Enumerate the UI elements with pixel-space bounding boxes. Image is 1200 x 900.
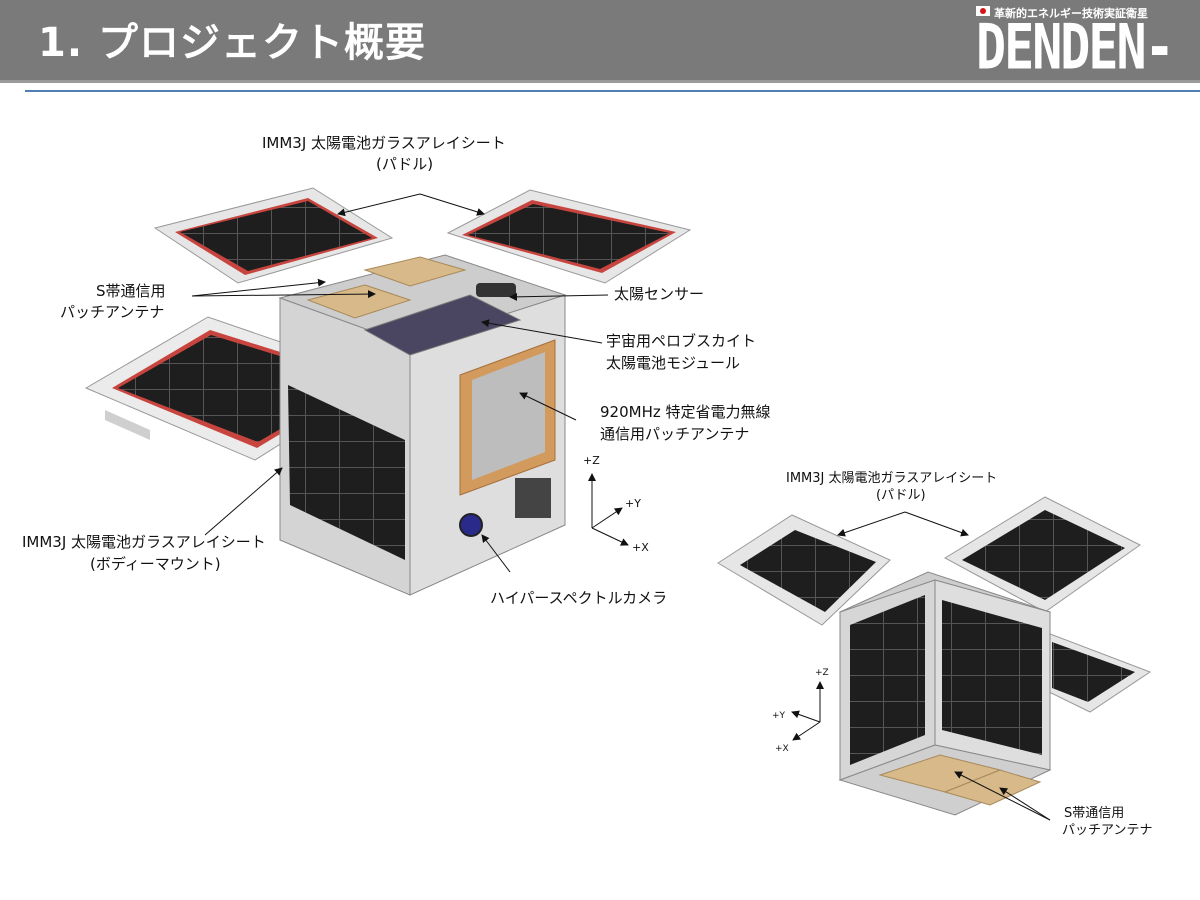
cube-body (278, 254, 567, 596)
logo: 革新的エネルギー技術実証衛星 DENDEN-01 (976, 2, 1190, 141)
radio-antenna-label: 920MHz 特定省電力無線 (600, 403, 771, 421)
s-band-label-right: S帯通信用 (1064, 806, 1125, 821)
perovskite-label-sub: 太陽電池モジュール (606, 354, 740, 372)
axis-x-label-right: +X (775, 744, 789, 754)
paddle-top-right (446, 189, 692, 284)
japan-flag-icon (976, 6, 990, 16)
right-satellite (717, 496, 1152, 821)
s-band-label: S帯通信用 (96, 282, 166, 300)
sun-sensor-label: 太陽センサー (614, 285, 705, 303)
left-satellite (84, 187, 692, 596)
logo-wordmark: DENDEN-01 (976, 11, 1175, 146)
body-mount-label: IMM3J 太陽電池ガラスアレイシート (22, 533, 266, 551)
s-band-label-sub: パッチアンテナ (60, 303, 165, 321)
axis-z-label-right: +Z (815, 668, 829, 678)
paddle-top-left (153, 187, 394, 284)
perovskite-label: 宇宙用ペロブスカイト (606, 332, 757, 350)
axis-x-label: +X (632, 541, 649, 554)
radio-antenna-label-sub: 通信用パッチアンテナ (600, 425, 750, 443)
body-mount-label-sub: (ボディーマウント) (90, 555, 221, 573)
header-bar (0, 0, 1200, 80)
header-divider (0, 80, 1200, 83)
paddle-label-right: IMM3J 太陽電池ガラスアレイシート (786, 471, 998, 486)
s-band-label-right-sub: パッチアンテナ (1062, 823, 1153, 838)
axis-y-label: +Y (625, 497, 641, 510)
paddle-label-sub: (パドル) (376, 155, 434, 173)
camera-label: ハイパースペクトルカメラ (490, 589, 668, 607)
page-title: 1. プロジェクト概要 (38, 20, 426, 66)
paddle-label-right-sub: (パドル) (876, 488, 926, 503)
accent-rule (25, 90, 1200, 92)
logo-subtitle: 革新的エネルギー技術実証衛星 (994, 7, 1148, 20)
axis-y-label-right: +Y (772, 711, 786, 721)
axis-z-label: +Z (583, 454, 600, 467)
paddle-label: IMM3J 太陽電池ガラスアレイシート (262, 134, 506, 152)
